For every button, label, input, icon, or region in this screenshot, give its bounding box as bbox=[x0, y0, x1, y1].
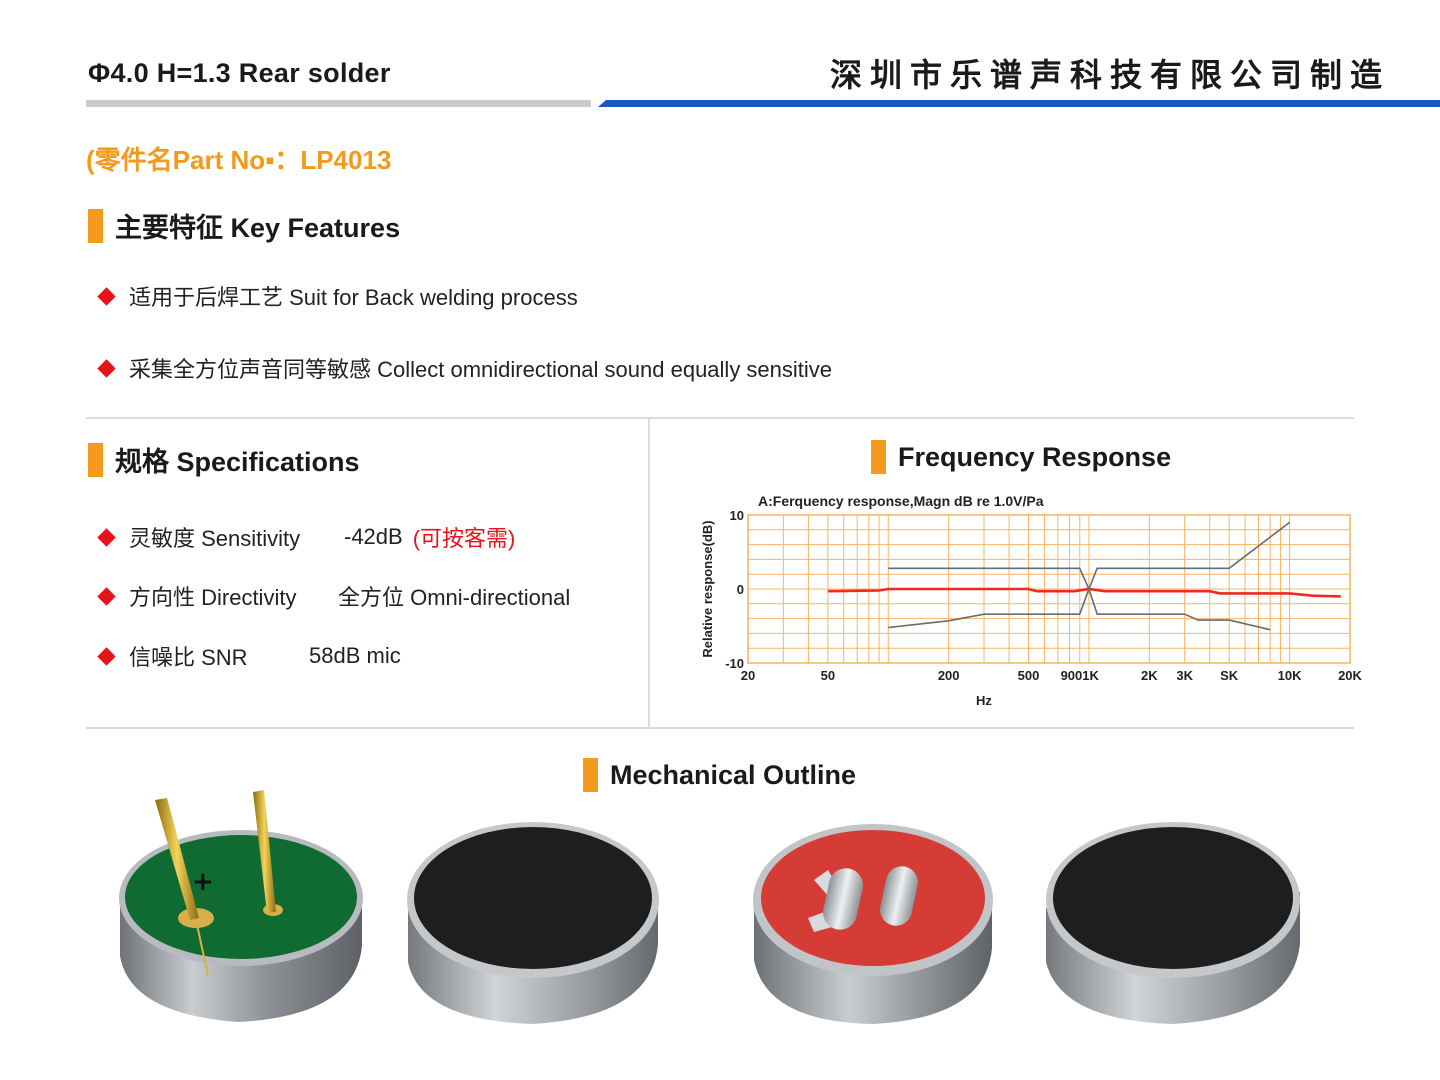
feature-item: 采集全方位声音同等敏感 Collect omnidirectional soun… bbox=[97, 352, 833, 384]
chart-ylabel: Relative response(dB) bbox=[700, 520, 715, 657]
header-bar-blue bbox=[598, 100, 1440, 107]
chart-x-tick-label: 500 bbox=[1018, 668, 1040, 683]
spec-label: 灵敏度 Sensitivity bbox=[129, 526, 301, 551]
divider-vertical bbox=[648, 419, 650, 727]
chart-y-tick-label: 10 bbox=[730, 508, 744, 523]
specs-title: 规格 Specifications bbox=[88, 440, 360, 479]
frequency-chart: A:Ferquency response,Magn dB re 1.0V/Pa … bbox=[696, 488, 1440, 718]
frequency-chart-svg: A:Ferquency response,Magn dB re 1.0V/Pa … bbox=[700, 493, 1363, 708]
pin-lead bbox=[195, 919, 209, 977]
chart-xlabel: Hz bbox=[976, 693, 992, 708]
spec-value: 全方位 Omni-directional bbox=[338, 585, 571, 610]
section-marker bbox=[871, 440, 886, 474]
chart-series-upper-limit bbox=[888, 521, 1291, 592]
mic-view-felt-top bbox=[407, 822, 659, 1024]
mic-view-pcb-pins: + bbox=[119, 790, 363, 1022]
chart-title: A:Ferquency response,Magn dB re 1.0V/Pa bbox=[758, 493, 1044, 509]
pcb-face bbox=[125, 835, 357, 959]
company-name: 深圳市乐谱声科技有限公司制造 bbox=[830, 57, 1391, 93]
divider-top bbox=[86, 417, 1354, 419]
bullet-diamond-icon bbox=[97, 527, 116, 547]
spec-row-sensitivity: 灵敏度 Sensitivity -42dB (可按客需) bbox=[97, 521, 516, 553]
feature-text: 适用于后焊工艺 Suit for Back welding process bbox=[129, 285, 578, 310]
chart-x-tick-label: 9001K bbox=[1061, 668, 1100, 683]
solder-pad-right bbox=[880, 866, 918, 926]
chart-x-tick-label: 50 bbox=[821, 668, 835, 683]
features-title: 主要特征 Key Features bbox=[88, 206, 400, 245]
model-line: Φ4.0 H=1.3 Rear solder bbox=[88, 58, 391, 88]
bullet-diamond-icon bbox=[97, 586, 116, 606]
pcb-face bbox=[761, 830, 985, 966]
section-marker bbox=[88, 442, 103, 477]
solder-pad-left bbox=[823, 868, 863, 930]
feature-item: 适用于后焊工艺 Suit for Back welding process bbox=[97, 280, 578, 312]
chart-x-tick-label: 20K bbox=[1338, 668, 1362, 683]
section-marker bbox=[88, 208, 103, 243]
chart-x-tick-label: SK bbox=[1220, 668, 1239, 683]
spec-value: 58dB mic bbox=[309, 643, 401, 668]
mechanical-title: Mechanical Outline bbox=[583, 758, 856, 792]
part-number: (零件名Part No▪：LP4013 bbox=[86, 145, 392, 175]
chart-x-tick-label: 2K bbox=[1141, 668, 1158, 683]
chart-x-tick-label: 10K bbox=[1278, 668, 1302, 683]
header-bar-gray bbox=[86, 100, 591, 107]
felt-face bbox=[1053, 827, 1293, 969]
spec-label: 信噪比 SNR bbox=[129, 645, 248, 670]
bullet-diamond-icon bbox=[97, 646, 116, 666]
chart-x-tick-label: 20 bbox=[741, 668, 755, 683]
mic-view-solder-pads bbox=[753, 824, 993, 1024]
feature-text: 采集全方位声音同等敏感 Collect omnidirectional soun… bbox=[129, 357, 833, 382]
bullet-diamond-icon bbox=[97, 358, 116, 378]
chart-series-response bbox=[827, 587, 1341, 598]
bullet-diamond-icon bbox=[97, 286, 116, 306]
divider-bottom bbox=[86, 727, 1354, 729]
frequency-title: Frequency Response bbox=[871, 440, 1171, 474]
spec-note: (可按客需) bbox=[412, 526, 516, 551]
specs-title-text: 规格 Specifications bbox=[115, 447, 360, 477]
mechanical-title-text: Mechanical Outline bbox=[610, 759, 857, 790]
pin-left bbox=[155, 798, 199, 920]
features-title-text: 主要特征 Key Features bbox=[115, 213, 401, 243]
felt-face bbox=[414, 827, 652, 969]
chart-series-lower-limit bbox=[888, 586, 1271, 631]
frequency-title-text: Frequency Response bbox=[898, 441, 1172, 472]
mic-view-felt-top-2 bbox=[1046, 822, 1300, 1024]
chart-y-tick-label: 0 bbox=[737, 582, 744, 597]
section-marker bbox=[583, 758, 598, 792]
chart-y-tick-label: -10 bbox=[725, 656, 744, 671]
spec-label: 方向性 Directivity bbox=[129, 585, 297, 610]
spec-row-snr: 信噪比 SNR 58dB mic bbox=[97, 640, 401, 672]
chart-x-tick-label: 200 bbox=[938, 668, 960, 683]
plus-icon: + bbox=[192, 867, 214, 897]
chart-x-tick-label: 3K bbox=[1176, 668, 1193, 683]
spec-row-directivity: 方向性 Directivity 全方位 Omni-directional bbox=[97, 580, 571, 612]
spec-value: -42dB bbox=[344, 524, 403, 549]
pin-right bbox=[253, 790, 276, 913]
